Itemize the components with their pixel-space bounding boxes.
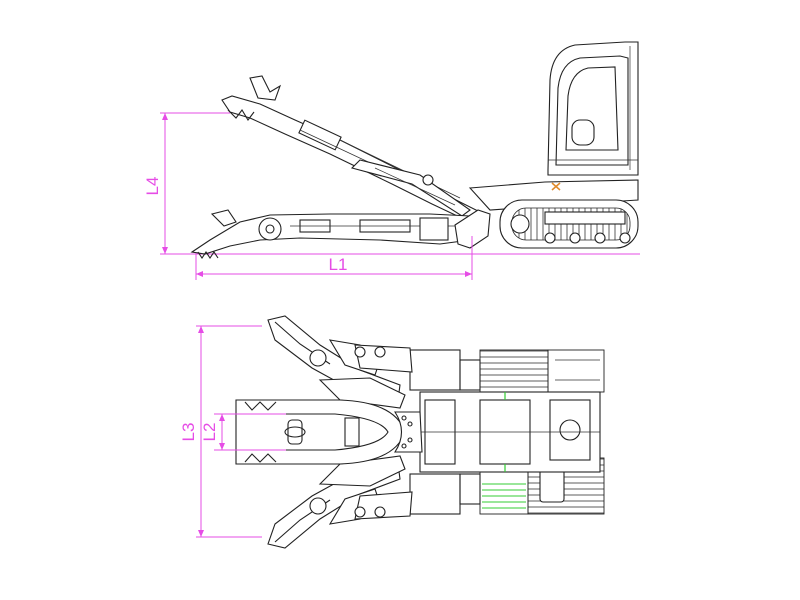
lower-claw-arm [267,455,413,549]
lower-jaw-horizontal [190,209,491,259]
dimension-l3: L3 [179,325,262,538]
top-view: L3 L2 [179,315,605,549]
center-jaw [235,399,423,465]
dimension-l2: L2 [200,413,286,451]
side-view: L4 L1 [143,41,640,280]
dimension-label-l2: L2 [200,423,219,442]
machine-body-top [409,349,601,515]
upper-jaw-raised [221,75,481,223]
excavator-cab [547,41,639,176]
dimension-l4: L4 [143,112,230,254]
track-top [479,349,605,393]
dimension-label-l4: L4 [143,177,162,196]
dimension-label-l3: L3 [179,423,198,442]
excavator-undercarriage [468,179,639,249]
dimension-label-l1: L1 [329,255,348,274]
dimension-l1: L1 [195,236,473,280]
upper-claw-arm [267,315,413,409]
